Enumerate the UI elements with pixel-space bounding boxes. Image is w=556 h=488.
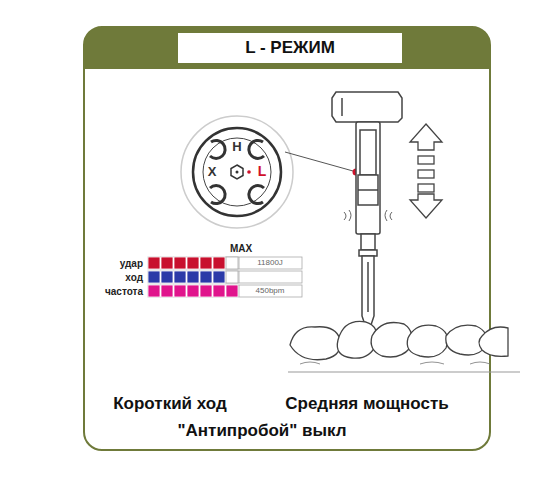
bar-segment xyxy=(161,285,173,297)
hammer-drawing xyxy=(332,92,402,334)
bar-segment xyxy=(200,285,212,297)
bar-segment xyxy=(200,271,212,283)
leader-line xyxy=(285,152,353,171)
bar-value: 450bpm xyxy=(256,287,285,296)
drawing-part xyxy=(290,327,340,360)
bar-segment xyxy=(226,257,238,269)
drawing-part xyxy=(181,116,293,228)
vibration-marks xyxy=(344,210,392,221)
bar-segment xyxy=(213,285,225,297)
bar-segment xyxy=(213,271,225,283)
drawing-part xyxy=(418,156,434,164)
drawing-part xyxy=(249,140,264,158)
row-label: удар xyxy=(120,258,143,269)
level-bars xyxy=(148,257,302,297)
row-label: ход xyxy=(125,272,143,283)
drawing-part xyxy=(358,175,378,205)
bar-segment xyxy=(148,271,160,283)
title-box: L - РЕЖИМ xyxy=(178,33,402,63)
drawing-part xyxy=(341,98,343,116)
drawing-part xyxy=(407,325,447,357)
bar-divider xyxy=(239,271,240,283)
drawing-part xyxy=(371,323,412,358)
bar-segment xyxy=(187,257,199,269)
bar-segment xyxy=(161,271,173,283)
title-text: L - РЕЖИМ xyxy=(178,39,402,58)
bar-segment xyxy=(226,285,238,297)
bar-segment xyxy=(161,257,173,269)
drawing-part xyxy=(367,262,369,312)
dial-letter: X xyxy=(208,165,217,179)
bar-segment xyxy=(174,285,186,297)
max-label: MAX xyxy=(230,243,252,254)
bar-segment xyxy=(187,271,199,283)
bar-segment xyxy=(200,257,212,269)
bar-frame xyxy=(148,257,302,269)
drawing-part xyxy=(249,186,264,204)
mode-note: Средняя мощность xyxy=(285,395,448,414)
row-label: частота xyxy=(105,286,143,297)
bar-value: 11800J xyxy=(257,259,283,268)
drawing-part xyxy=(361,234,375,250)
drawing-part xyxy=(203,138,271,206)
bar-segment xyxy=(213,257,225,269)
rocks xyxy=(290,321,508,359)
drawing-part xyxy=(210,140,225,158)
drawing-part xyxy=(236,171,239,174)
drawing-part xyxy=(332,92,402,122)
drawing-part xyxy=(390,212,392,220)
bar-segment xyxy=(148,257,160,269)
dial-letter: L xyxy=(258,164,267,179)
bar-segment xyxy=(148,285,160,297)
bar-segment xyxy=(187,285,199,297)
mode-dial xyxy=(181,116,293,228)
bar-frame xyxy=(148,285,302,297)
drawing-part xyxy=(300,362,490,364)
bar-divider xyxy=(239,257,240,269)
bar-segment xyxy=(174,271,186,283)
ground-texture xyxy=(300,362,490,364)
bar-segment xyxy=(226,271,238,283)
bar-frame xyxy=(148,271,302,283)
drawing-part xyxy=(479,327,508,356)
drawing-part xyxy=(360,130,376,175)
drawing-part xyxy=(418,170,434,178)
motion-arrows xyxy=(410,124,442,218)
drawing-part xyxy=(358,189,378,191)
drawing-part xyxy=(410,194,442,218)
mode-note: Короткий ход xyxy=(113,395,227,414)
panel xyxy=(84,27,490,450)
bar-divider xyxy=(239,285,240,297)
drawing-part xyxy=(385,210,387,221)
drawing-part xyxy=(359,250,377,256)
drawing-part xyxy=(193,128,281,216)
ground-line xyxy=(288,372,520,373)
drawing-part xyxy=(210,186,225,204)
drawing-part xyxy=(344,212,346,220)
drawing-part xyxy=(410,124,442,150)
header-band xyxy=(84,27,490,69)
bar-segment xyxy=(174,257,186,269)
drawing-part xyxy=(349,210,351,221)
drawing-part xyxy=(247,170,251,174)
dial-letter: H xyxy=(232,140,241,154)
mode-note: "Антипробой" выкл xyxy=(177,422,346,441)
drawing-part xyxy=(356,122,380,234)
drawing-part xyxy=(418,184,434,192)
drawing-part xyxy=(231,165,243,179)
